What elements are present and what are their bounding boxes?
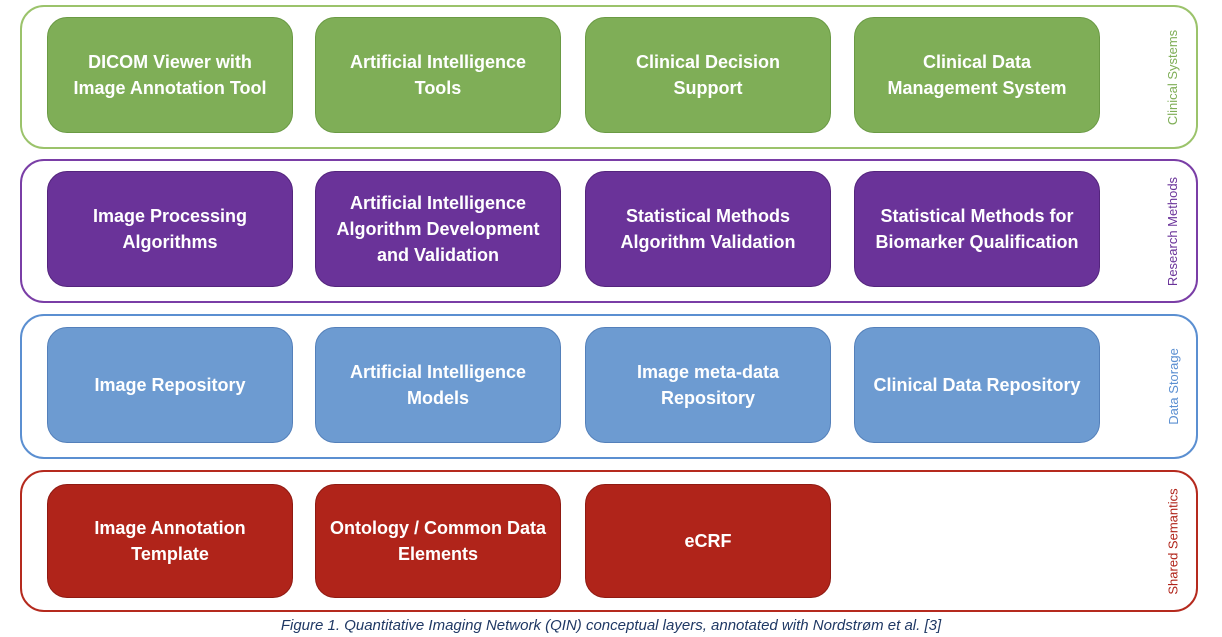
figure-caption: Figure 1. Quantitative Imaging Network (… [280,617,942,634]
box-image-repository: Image Repository [47,327,293,443]
box-ecrf: eCRF [585,484,831,598]
layer-shared-semantics: Image Annotation Template Ontology / Com… [20,470,1198,612]
layer-research-methods: Image Processing Algorithms Artificial I… [20,159,1198,303]
layer-data-storage: Image Repository Artificial Intelligence… [20,314,1198,459]
layer-label-storage: Data Storage [1165,348,1181,425]
box-ai-tools: Artificial Intelligence Tools [315,17,561,133]
box-ai-models: Artificial Intelligence Models [315,327,561,443]
layer-label-semantics: Shared Semantics [1165,487,1181,595]
box-image-metadata-repository: Image meta-data Repository [585,327,831,443]
box-ai-algorithm-dev: Artificial Intelligence Algorithm Develo… [315,171,561,287]
layer-label-clinical: Clinical Systems [1165,29,1181,125]
box-dicom-viewer: DICOM Viewer with Image Annotation Tool [47,17,293,133]
box-image-processing: Image Processing Algorithms [47,171,293,287]
box-clinical-decision-support: Clinical Decision Support [585,17,831,133]
layer-label-research: Research Methods [1165,176,1181,286]
box-image-annotation-template: Image Annotation Template [47,484,293,598]
box-ontology-cde: Ontology / Common Data Elements [315,484,561,598]
layer-clinical-systems: DICOM Viewer with Image Annotation Tool … [20,5,1198,149]
box-stat-algorithm-validation: Statistical Methods Algorithm Validation [585,171,831,287]
box-clinical-data-management: Clinical Data Management System [854,17,1100,133]
box-stat-biomarker: Statistical Methods for Biomarker Qualif… [854,171,1100,287]
box-clinical-data-repository: Clinical Data Repository [854,327,1100,443]
